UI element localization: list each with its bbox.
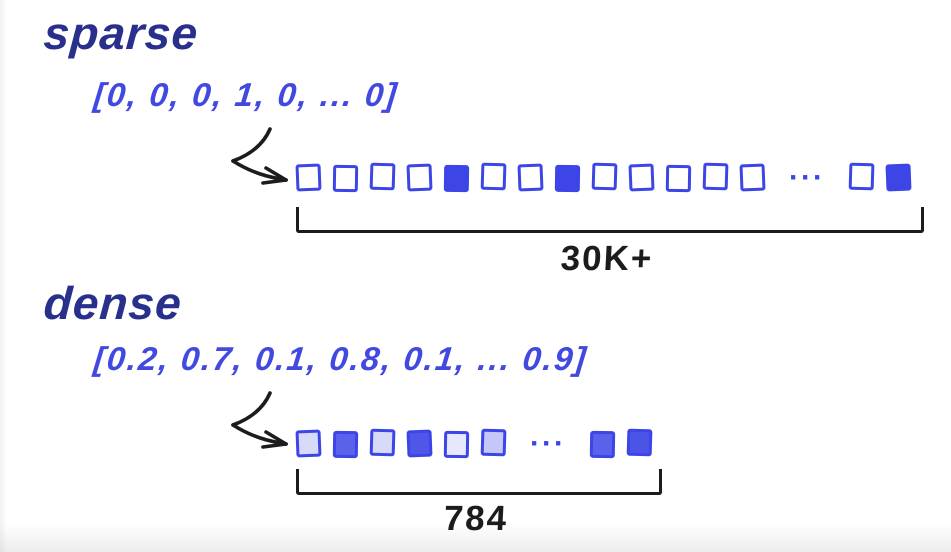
dense-vector-row: ··· (295, 427, 653, 460)
vector-cell (332, 164, 359, 193)
dense-bracket (296, 469, 662, 495)
vector-cell (589, 430, 616, 459)
left-shadow (0, 0, 7, 552)
sparse-array-text: [0, 0, 0, 1, 0, ... 0] (92, 76, 401, 113)
sparse-arrow-icon (220, 124, 302, 188)
vector-cell (848, 162, 875, 191)
ellipsis-dots: ··· (530, 427, 566, 460)
vector-cell (443, 164, 470, 193)
dense-array-text: [0.2, 0.7, 0.1, 0.8, 0.1, ... 0.9] (92, 340, 590, 377)
dense-arrow-icon (220, 388, 302, 452)
vector-cell (739, 163, 766, 192)
vector-cell (332, 430, 359, 459)
vector-cell (406, 429, 433, 458)
vector-cell (406, 163, 433, 192)
dense-section-title: dense (42, 277, 184, 329)
vector-cell (517, 163, 544, 192)
ellipsis-dots: ··· (789, 161, 825, 194)
vector-cell (480, 428, 507, 457)
vector-cell (369, 428, 396, 457)
vector-cell (295, 429, 322, 458)
vector-cell (480, 162, 507, 191)
vector-cell (554, 164, 581, 193)
vector-cell (702, 162, 729, 191)
sparse-bracket (296, 207, 924, 233)
sparse-section-title: sparse (42, 7, 201, 59)
vector-cell (295, 163, 322, 192)
vector-cell (369, 162, 396, 191)
dense-bracket-label: 784 (442, 499, 510, 538)
vector-cell (665, 164, 692, 193)
vector-cell (443, 430, 470, 459)
vector-cell (885, 163, 912, 192)
sparse-vector-row: ··· (295, 161, 912, 194)
vector-cell (591, 162, 618, 191)
sparse-bracket-label: 30K+ (559, 239, 655, 278)
vector-cell (626, 428, 653, 457)
vector-cell (628, 163, 655, 192)
